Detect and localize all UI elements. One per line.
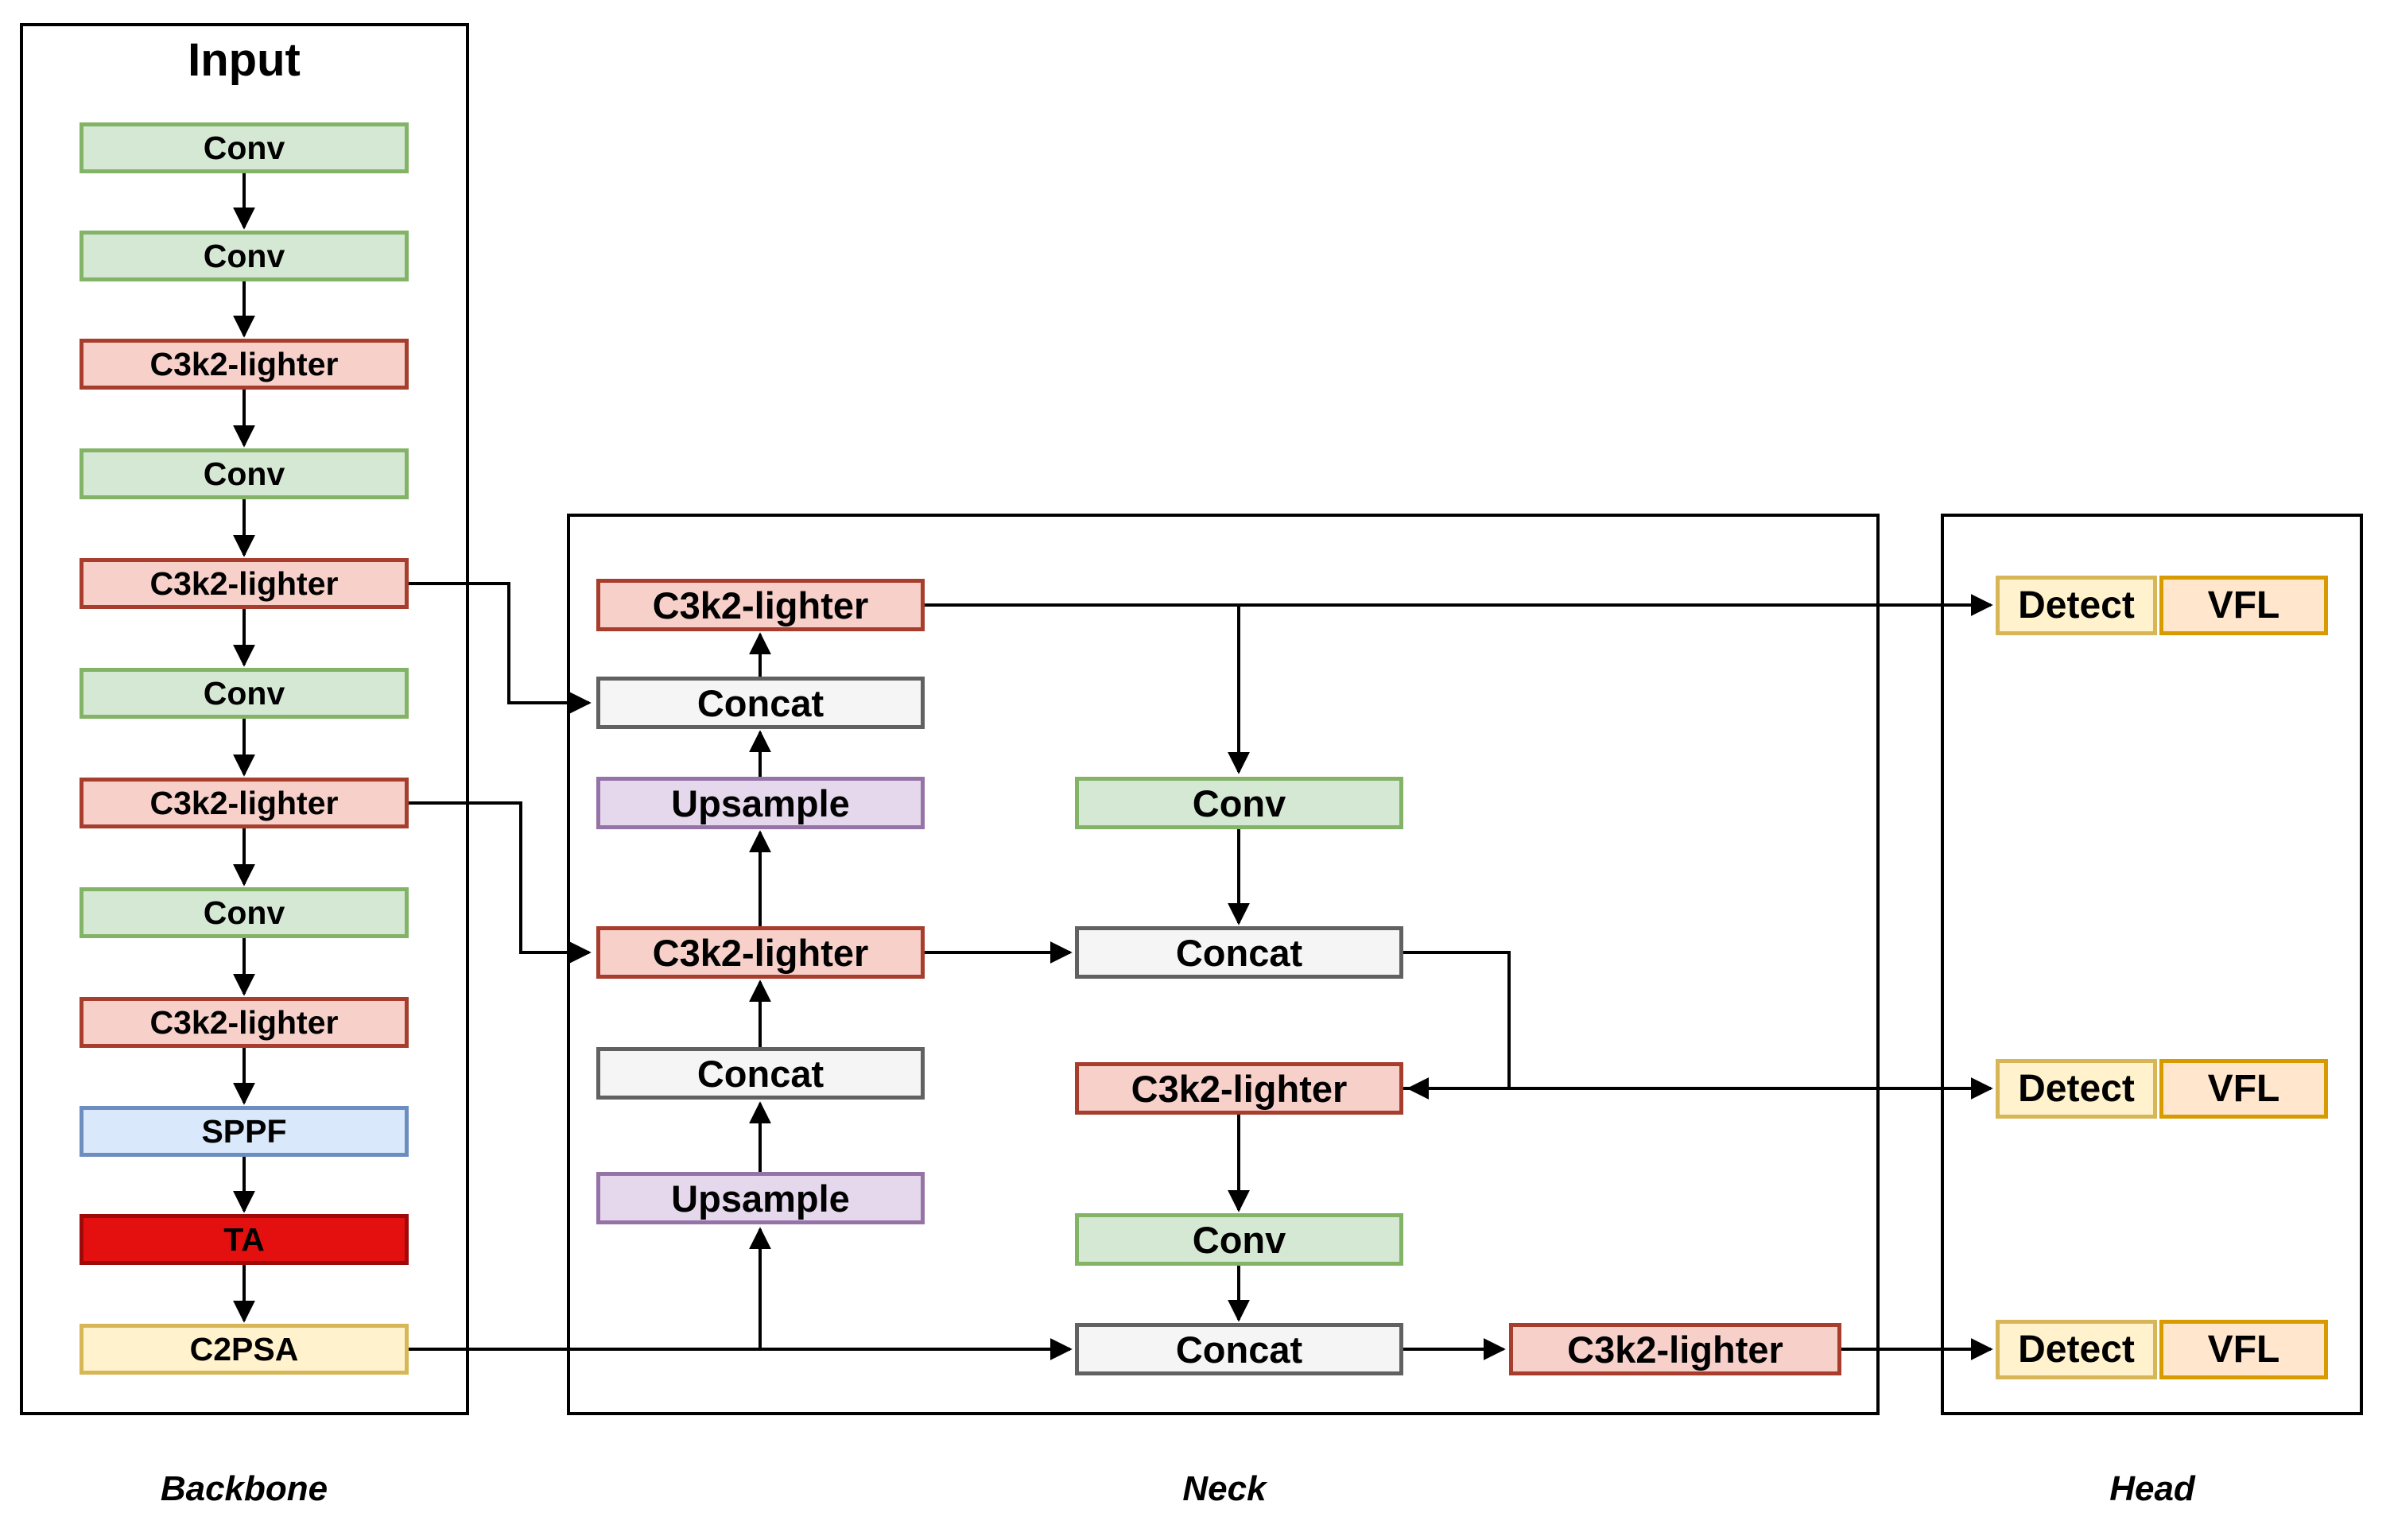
neck-right-3-c3k2: C3k2-lighter [1075,1062,1403,1115]
backbone-block-3-c3k2: C3k2-lighter [80,339,409,390]
backbone-block-10-sppf: SPPF [80,1106,409,1157]
detect-box-2: Detect [1996,1059,2157,1119]
neck-right-5-concat: Concat [1075,1323,1403,1375]
vfl-box-3: VFL [2159,1320,2328,1379]
backbone-block-5-c3k2: C3k2-lighter [80,558,409,609]
neck-left-3-upsample: Upsample [596,777,925,829]
head-label: Head [2109,1469,2195,1508]
neck-left-5-concat: Concat [596,1047,925,1100]
neck-section-box [567,514,1880,1415]
neck-output-c3k2: C3k2-lighter [1509,1323,1841,1375]
backbone-block-7-c3k2: C3k2-lighter [80,778,409,828]
input-title: Input [188,34,301,86]
backbone-block-6-conv: Conv [80,668,409,719]
backbone-block-9-c3k2: C3k2-lighter [80,997,409,1048]
head-section-box [1941,514,2363,1415]
backbone-block-4-conv: Conv [80,448,409,499]
backbone-label: Backbone [160,1469,328,1508]
neck-right-1-conv: Conv [1075,777,1403,829]
neck-right-4-conv: Conv [1075,1213,1403,1266]
neck-right-2-concat: Concat [1075,926,1403,979]
backbone-section-box [20,23,469,1415]
vfl-box-1: VFL [2159,576,2328,635]
neck-left-6-upsample: Upsample [596,1172,925,1224]
cross-connectors [409,582,1993,1360]
backbone-block-12-c2psa: C2PSA [80,1324,409,1375]
backbone-block-1-conv: Conv [80,122,409,173]
neck-left-1-c3k2: C3k2-lighter [596,579,925,631]
detect-box-1: Detect [1996,576,2157,635]
backbone-block-8-conv: Conv [80,887,409,938]
neck-left-2-concat: Concat [596,677,925,729]
backbone-block-2-conv: Conv [80,231,409,281]
backbone-block-11-ta: TA [80,1214,409,1265]
vfl-box-2: VFL [2159,1059,2328,1119]
neck-left-4-c3k2: C3k2-lighter [596,926,925,979]
detect-box-3: Detect [1996,1320,2157,1379]
neck-label: Neck [1182,1469,1267,1508]
